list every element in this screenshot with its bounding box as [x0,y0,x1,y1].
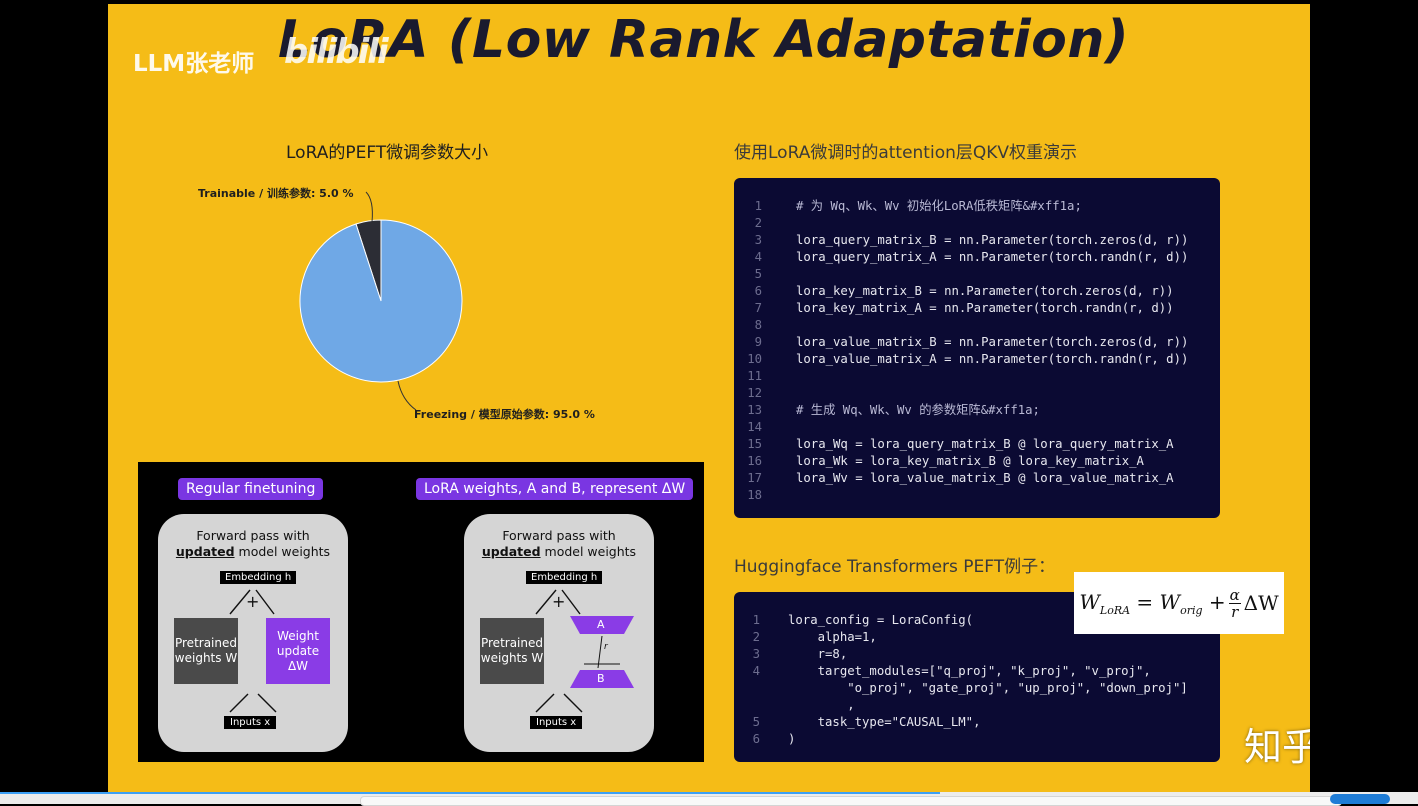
line-number: 2 [752,630,760,644]
code-text: task_type="CAUSAL_LM", [788,715,981,729]
freezing-leader-line [397,380,417,411]
line-number: 17 [747,471,762,485]
code-section-title: 使用LoRA微调时的attention层QKV权重演示 [734,143,1078,163]
line-number: 11 [747,369,762,383]
line-number: 7 [754,301,762,315]
weight-update-box: Weight update ΔW [266,618,330,684]
lora-ab-matrices [570,616,634,688]
code-text: lora_query_matrix_B = nn.Parameter(torch… [796,233,1189,247]
trainable-label: Trainable / 训练参数: 5.0 % [198,187,354,200]
code-text: alpha=1, [788,630,877,644]
slide: LoRA (Low Rank Adaptation) LLM张老师 bilibi… [108,4,1310,792]
pretrained-weights-box-lora: Pretrained weights W [480,618,544,684]
hf-section-title: Huggingface Transformers PEFT例子： [734,557,1056,577]
zhihu-watermark: 知乎 @adjhr [1244,725,1310,769]
line-number: 5 [754,267,762,281]
code-text: lora_config = LoraConfig( [788,613,974,627]
inputs-box-lora: Inputs x [530,716,583,729]
embedding-box-lora: Embedding h [526,571,603,584]
code-text: # 生成 Wq、Wk、Wv 的参数矩阵&#xff1a; [796,403,1040,417]
line-number: 8 [754,318,762,332]
code-text: # 为 Wq、Wk、Wv 初始化LoRA低秩矩阵&#xff1a; [796,199,1082,213]
line-number: 9 [754,335,762,349]
pretrained-weights-box: Pretrained weights W [174,618,238,684]
matrix-b-label: B [597,672,605,685]
freezing-label: Freezing / 模型原始参数: 95.0 % [414,408,595,421]
line-number: 6 [752,732,760,746]
code-text: lora_Wq = lora_query_matrix_B @ lora_que… [796,437,1174,451]
code-text: r=8, [788,647,848,661]
plus-sign: + [246,592,260,611]
slide-title: LoRA (Low Rank Adaptation) [278,10,1130,70]
line-number: 3 [752,647,760,661]
line-number: 5 [752,715,760,729]
trainable-leader-line [365,191,373,223]
code-text: , [788,698,855,712]
inputs-box: Inputs x [224,716,277,729]
code-text: lora_Wv = lora_value_matrix_B @ lora_val… [796,471,1174,485]
line-number: 1 [752,613,760,627]
code-text: "o_proj", "gate_proj", "up_proj", "down_… [788,681,1188,695]
line-number: 3 [754,233,762,247]
lora-weights-label: LoRA weights, A and B, represent ΔW [416,478,694,500]
channel-watermark: LLM张老师 [133,51,255,77]
line-number: 12 [747,386,762,400]
code-text: lora_key_matrix_A = nn.Parameter(torch.r… [796,301,1174,315]
diagram-arrows [229,589,583,713]
finetuning-diagram: Regular finetuning LoRA weights, A and B… [138,462,704,762]
code-text: lora_value_matrix_B = nn.Parameter(torch… [796,335,1189,349]
forward-pass-text-lora: Forward pass with updated model weights [481,528,637,559]
line-number: 6 [754,284,762,298]
pie-chart-title: LoRA的PEFT微调参数大小 [286,143,489,163]
code-text: lora_query_matrix_A = nn.Parameter(torch… [796,250,1189,264]
pie-chart [299,191,463,411]
line-number: 2 [754,216,762,230]
line-number: 13 [747,403,762,417]
line-number: 1 [754,199,762,213]
regular-finetuning-label: Regular finetuning [178,478,324,500]
code-text: ) [788,732,796,746]
line-number: 10 [747,352,762,366]
line-number: 15 [747,437,762,451]
scrubber-track[interactable] [360,796,1342,806]
rank-label: r [604,642,608,652]
embedding-box: Embedding h [220,571,297,584]
line-number: 18 [747,488,762,502]
plus-sign-lora: + [552,592,566,611]
matrix-a-label: A [597,618,605,631]
pie-slice-1 [299,219,463,383]
progress-fill [0,792,940,794]
code-text: lora_key_matrix_B = nn.Parameter(torch.z… [796,284,1174,298]
forward-pass-text: Forward pass with updated model weights [175,528,331,559]
line-number: 4 [752,664,760,678]
line-number: 16 [747,454,762,468]
regular-panel: Forward pass with updated model weights … [158,514,348,752]
line-number: 14 [747,420,762,434]
code-block-qkv: 1 # 为 Wq、Wk、Wv 初始化LoRA低秩矩阵&#xff1a; 2 3 lora_… [734,178,1220,518]
code-text: lora_Wk = lora_key_matrix_B @ lora_key_m… [796,454,1144,468]
lora-panel: Forward pass with updated model weights … [464,514,654,752]
code-text: target_modules=["q_proj", "k_proj", "v_p… [788,664,1151,678]
scrubber-knob[interactable] [1330,794,1390,804]
line-number: 4 [754,250,762,264]
video-progress-bar[interactable] [0,792,1418,806]
bilibili-logo: bilibili [284,32,389,72]
code-text: lora_value_matrix_A = nn.Parameter(torch… [796,352,1189,366]
